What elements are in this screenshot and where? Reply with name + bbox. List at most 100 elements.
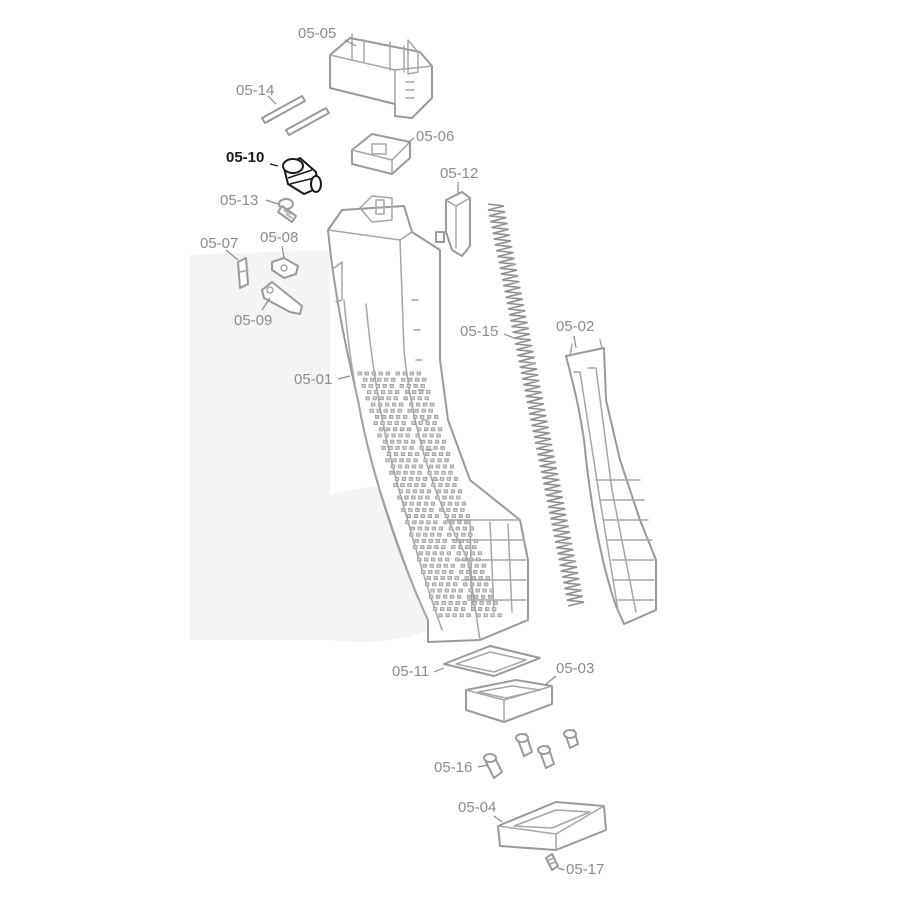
vent-hole	[431, 557, 436, 562]
vent-hole	[493, 601, 498, 605]
vent-hole	[413, 383, 418, 388]
vent-hole	[430, 427, 436, 432]
vent-hole	[396, 439, 402, 444]
label-05-16: 05-16	[434, 759, 472, 776]
vent-hole	[438, 452, 444, 457]
vent-hole	[424, 526, 430, 531]
vent-hole	[428, 570, 433, 574]
leader-05-01	[337, 375, 351, 380]
vent-hole	[447, 532, 452, 537]
vent-hole	[409, 402, 414, 407]
vent-hole	[386, 452, 392, 457]
vent-hole	[391, 377, 396, 382]
vent-hole	[479, 601, 484, 605]
vent-hole	[438, 526, 444, 531]
vent-hole	[394, 421, 399, 426]
magazine-hole-pattern	[357, 371, 502, 618]
vent-hole	[418, 495, 423, 500]
vent-hole	[386, 396, 391, 401]
vent-hole	[443, 489, 449, 494]
vent-hole	[454, 501, 460, 506]
vent-hole	[459, 570, 464, 574]
vent-hole	[426, 576, 431, 580]
vent-hole	[416, 371, 421, 376]
vent-hole	[433, 445, 438, 450]
vent-hole	[425, 582, 430, 587]
vent-hole	[392, 458, 397, 463]
vent-hole	[401, 507, 406, 512]
vent-hole	[472, 601, 477, 605]
vent-hole	[408, 507, 413, 512]
vent-hole	[433, 576, 438, 580]
vent-hole	[414, 539, 419, 543]
vent-hole	[436, 433, 441, 438]
vent-hole	[422, 563, 427, 568]
vent-hole	[436, 563, 441, 568]
vent-hole	[460, 507, 465, 512]
vent-hole	[444, 458, 449, 463]
vent-hole	[409, 532, 414, 537]
vent-hole	[431, 452, 437, 457]
part-05-09	[261, 281, 303, 315]
vent-hole	[446, 507, 451, 512]
leader-05-09	[261, 297, 271, 311]
vent-hole	[381, 390, 386, 395]
vent-hole	[440, 576, 445, 580]
vent-hole	[400, 483, 405, 488]
vent-hole	[442, 570, 447, 574]
vent-hole	[432, 551, 437, 556]
vent-hole	[457, 520, 462, 525]
vent-hole	[414, 408, 419, 413]
vent-hole	[371, 402, 376, 407]
vent-hole	[416, 427, 422, 432]
vent-hole	[480, 570, 485, 574]
vent-hole	[449, 570, 454, 574]
vent-hole	[395, 371, 400, 376]
vent-hole	[407, 408, 412, 413]
vent-hole	[375, 383, 380, 388]
vent-hole	[405, 520, 410, 525]
vent-hole	[403, 439, 409, 444]
vent-hole	[372, 396, 377, 401]
label-05-03: 05-03	[556, 660, 594, 677]
part-05-17	[545, 853, 559, 871]
vent-hole	[453, 476, 459, 481]
vent-hole	[424, 452, 430, 457]
vent-hole	[382, 439, 388, 444]
vent-hole	[361, 383, 366, 388]
vent-hole	[369, 408, 374, 413]
vent-hole	[452, 539, 457, 543]
vent-hole	[409, 445, 414, 450]
vent-hole	[474, 594, 479, 599]
vent-hole	[489, 588, 494, 593]
vent-hole	[421, 483, 426, 488]
vent-hole	[450, 520, 455, 525]
vent-hole	[437, 532, 442, 537]
label-05-14: 05-14	[236, 82, 274, 99]
vent-hole	[447, 576, 452, 580]
vent-hole	[454, 576, 459, 580]
vent-hole	[467, 563, 472, 568]
vent-hole	[417, 396, 422, 401]
label-05-12: 05-12	[440, 165, 478, 182]
vent-hole	[434, 470, 439, 475]
vent-hole	[432, 582, 437, 587]
vent-hole	[432, 476, 438, 481]
vent-hole	[451, 514, 457, 518]
leader-05-15	[503, 333, 515, 339]
vent-hole	[418, 421, 423, 426]
vent-hole	[387, 421, 392, 426]
vent-hole	[466, 613, 471, 618]
vent-hole	[423, 458, 428, 463]
label-05-08: 05-08	[260, 229, 298, 246]
vent-hole	[399, 402, 404, 407]
vent-hole	[439, 607, 445, 611]
vent-hole	[424, 396, 429, 401]
vent-hole	[397, 408, 402, 413]
vent-hole	[409, 501, 415, 506]
vent-hole	[468, 588, 473, 593]
leader-05-08	[281, 245, 285, 259]
vent-hole	[449, 464, 455, 469]
leader-05-07	[225, 249, 239, 261]
